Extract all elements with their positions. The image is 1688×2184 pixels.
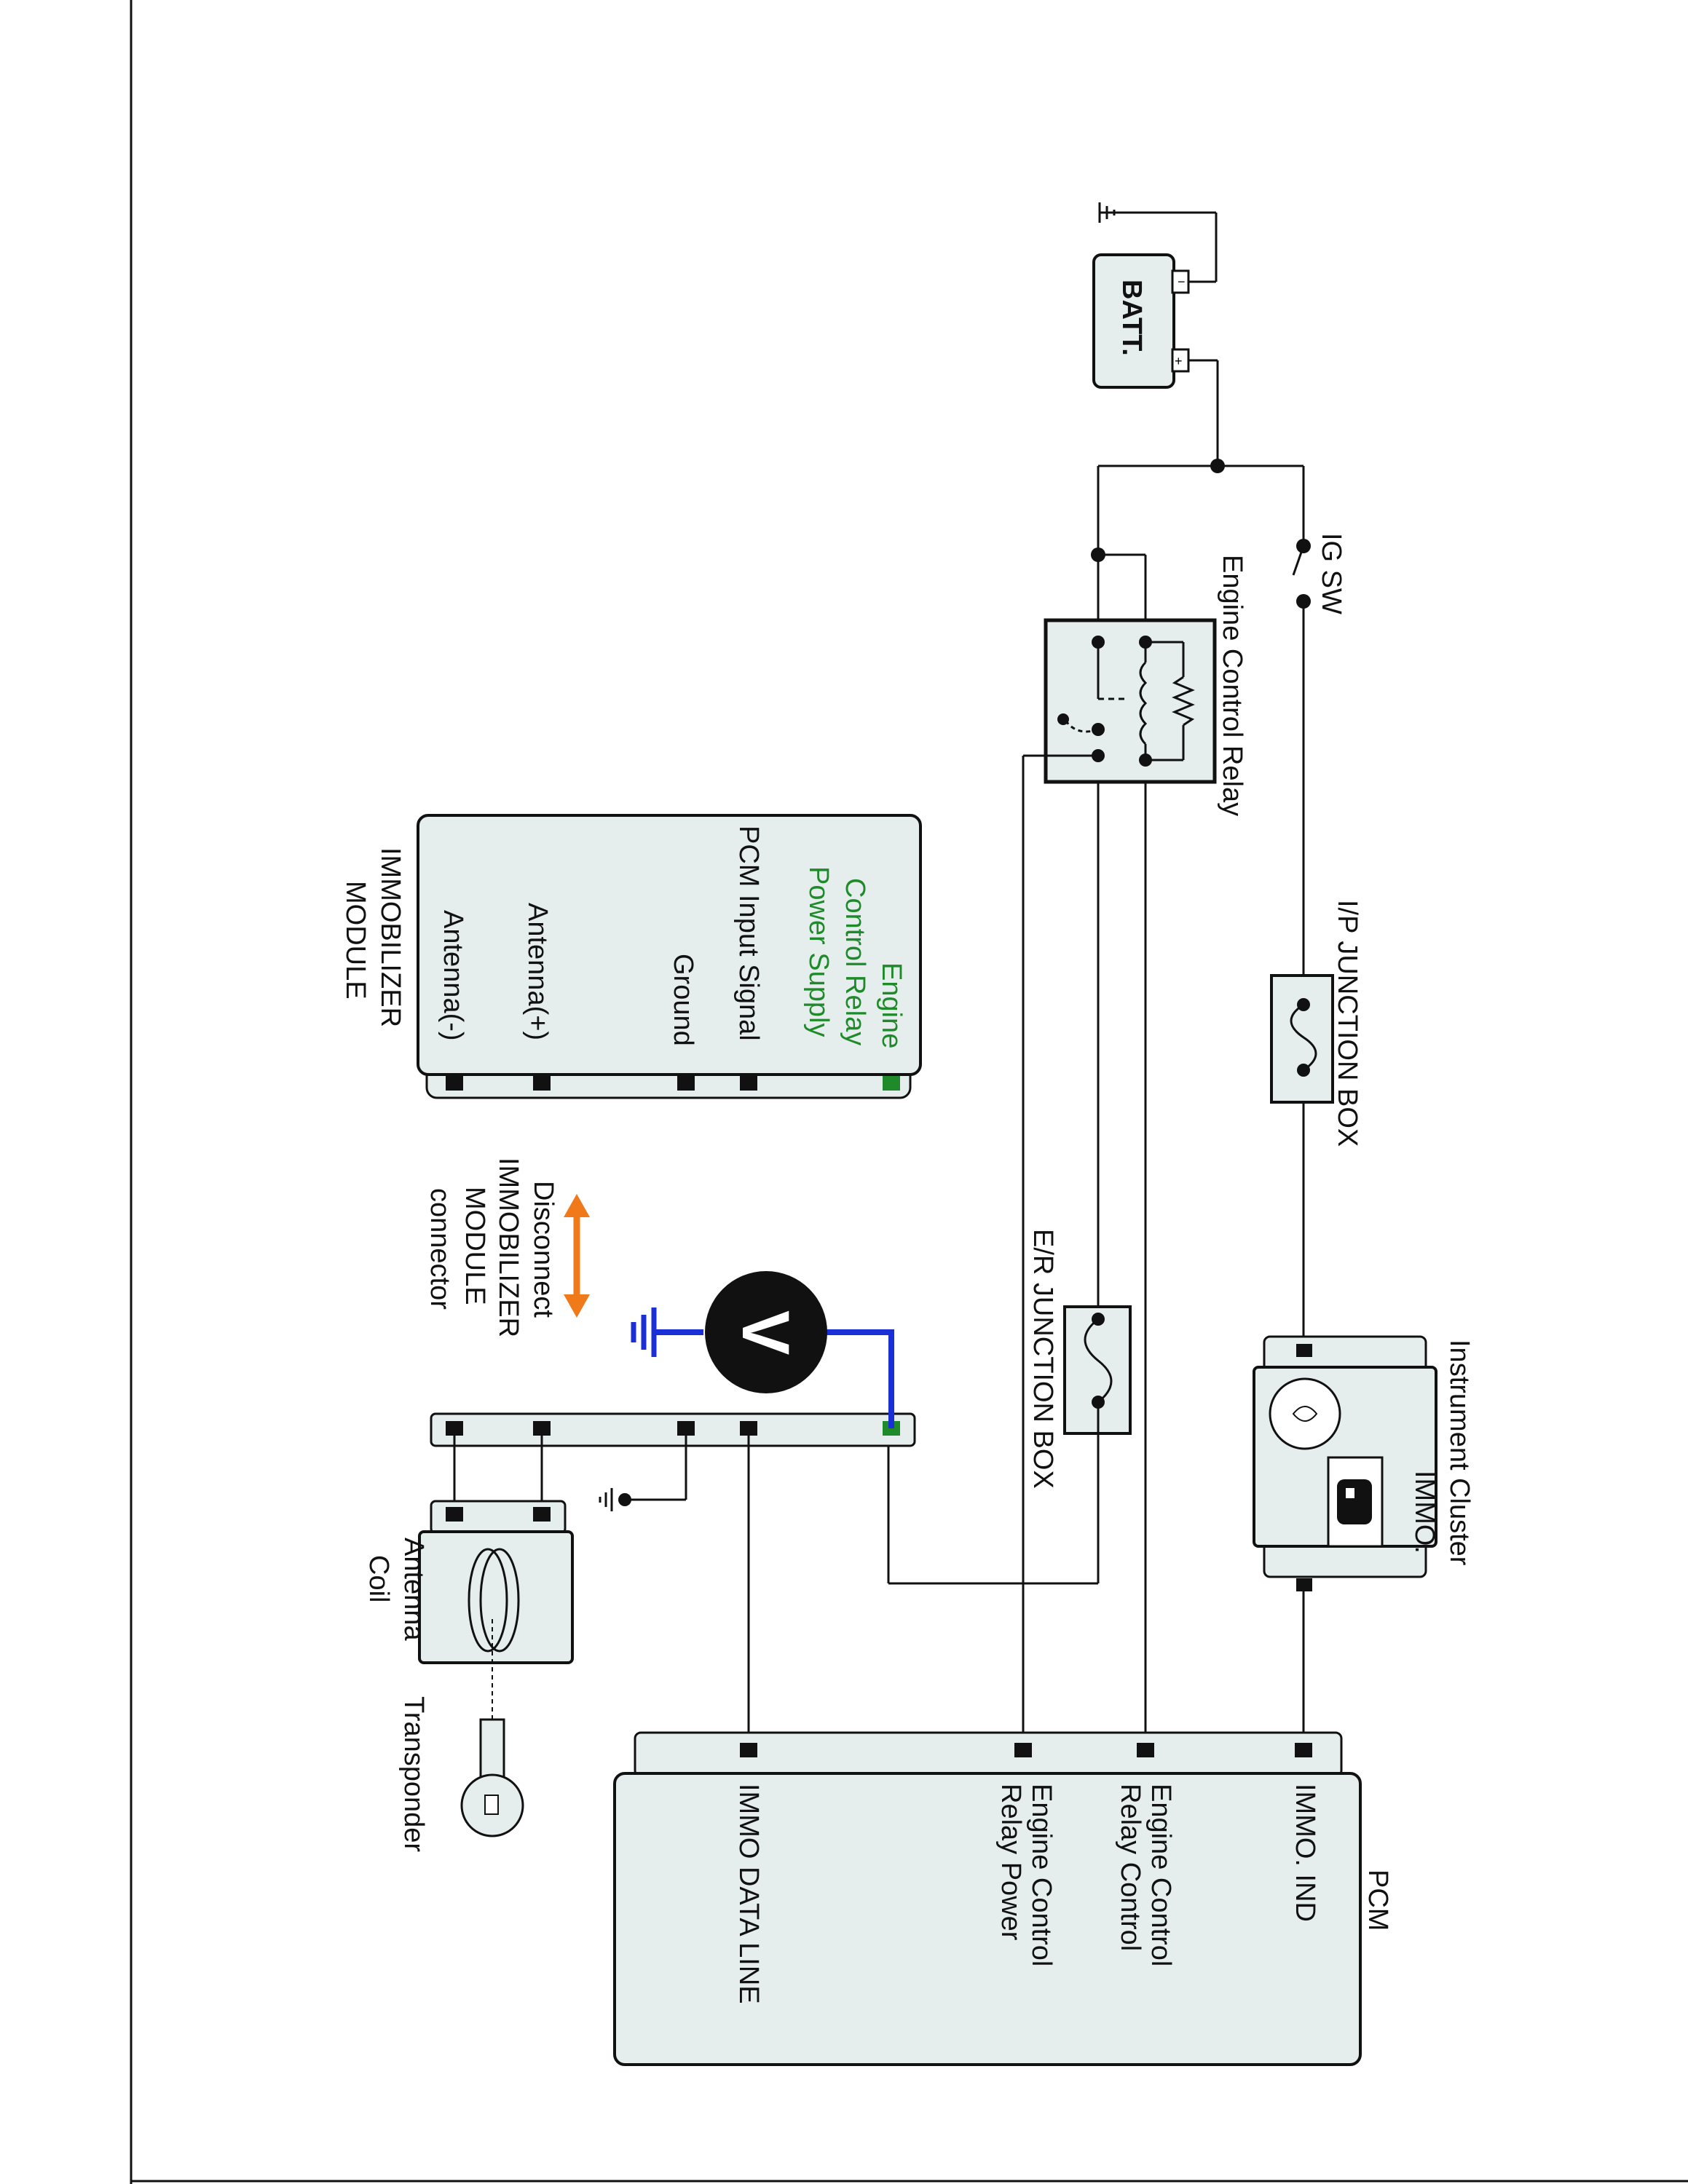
immo-module-title-1: IMMOBILIZER [375, 847, 406, 1027]
voltmeter-body [705, 1271, 827, 1393]
pin-ant-pos-marker [533, 1076, 551, 1091]
pcm-pin-data-line [740, 1743, 757, 1757]
ig-sw-label: IG SW [1316, 533, 1346, 614]
pin-ant-pos-label: Antenna(+) [522, 903, 553, 1040]
pin-ground-label: Ground [668, 954, 698, 1046]
immo-connector [430, 1412, 916, 1747]
disconnect-note-3: MODULE [460, 1187, 490, 1305]
pin-power-label-1: Engine [876, 962, 907, 1048]
instrument-cluster: IMMO. Instrument Cluster [1253, 1335, 1475, 1747]
pin-power-label-3: Power Supply [803, 866, 834, 1037]
pin-pcm-label: PCM Input Signal [733, 826, 764, 1041]
er-junction-box: E/R JUNCTION BOX [887, 1229, 1132, 1585]
svg-text:+: + [1175, 354, 1183, 368]
pcm-relay-power-label-1: Engine Control [1026, 1784, 1057, 1966]
antenna-coil-label-2: Coil [363, 1555, 394, 1602]
pcm-pin-relay-power [1014, 1743, 1032, 1757]
disconnect-note-4: connector [425, 1188, 455, 1310]
connector-pcm-pin [740, 1421, 757, 1436]
transponder-key-icon: Transponder [398, 1696, 524, 1852]
svg-text:−: − [1178, 274, 1186, 289]
immobilizer-module: Engine Control Relay Power Supply PCM In… [340, 814, 922, 1099]
pin-pcm-marker [740, 1076, 757, 1091]
voltmeter: V [631, 1271, 894, 1428]
disconnect-arrow [564, 1194, 590, 1318]
antenna-coil-label-1: Antenna [398, 1538, 429, 1641]
pcm-data-line-label: IMMO DATA LINE [733, 1784, 764, 2004]
pin-ant-neg-label: Antenna(-) [438, 910, 468, 1041]
engine-control-relay: Engine Control Relay [1022, 555, 1247, 1747]
pcm-relay-control-label-1: Engine Control [1145, 1784, 1176, 1966]
ground-symbol-connector [599, 1488, 613, 1511]
ground-symbol-battery [1098, 202, 1116, 223]
battery: − + BATT. [1092, 202, 1219, 466]
meter-positive-lead [826, 1329, 894, 1428]
connector-ground-pin [677, 1421, 695, 1436]
pin-ant-neg-marker [446, 1076, 463, 1091]
pin-power-label-2: Control Relay [840, 878, 870, 1045]
disconnect-note-2: IMMOBILIZER [493, 1158, 524, 1337]
pcm-relay-power-label-2: Relay Power [995, 1784, 1026, 1941]
pcm-immo-ind-label: IMMO. IND [1290, 1784, 1320, 1922]
voltmeter-label: V [728, 1310, 802, 1355]
ip-junction-box: I/P JUNCTION BOX [1270, 900, 1362, 1350]
connector-ant-pos-pin [533, 1421, 551, 1436]
pin-ground-marker [677, 1076, 695, 1091]
car-window-icon [1346, 1488, 1354, 1498]
immo-module-title-2: MODULE [340, 881, 371, 1000]
er-junction-box-label: E/R JUNCTION BOX [1028, 1229, 1058, 1489]
ground-symbol-meter [631, 1307, 657, 1357]
transponder-label: Transponder [398, 1696, 429, 1852]
disconnect-note-1: Disconnect [528, 1181, 559, 1318]
car-icon [1337, 1479, 1372, 1524]
instrument-cluster-label: Instrument Cluster [1444, 1340, 1475, 1566]
pcm-pin-relay-control [1137, 1743, 1154, 1757]
antenna-coil: Antenna Coil [363, 1500, 574, 1720]
pcm-title: PCM [1362, 1870, 1393, 1931]
immo-indicator-label: IMMO. [1409, 1471, 1440, 1554]
engine-control-relay-label: Engine Control Relay [1217, 555, 1247, 816]
pcm-relay-control-label-2: Relay Control [1115, 1784, 1145, 1951]
ip-junction-box-label: I/P JUNCTION BOX [1332, 900, 1362, 1147]
connector-ant-neg-pin [446, 1421, 463, 1436]
pcm-pin-immo-ind [1295, 1743, 1312, 1757]
pcm: IMMO. IND Engine Control Relay Control E… [613, 1731, 1393, 2066]
battery-label: BATT. [1116, 280, 1147, 356]
pin-power-marker [883, 1076, 900, 1091]
